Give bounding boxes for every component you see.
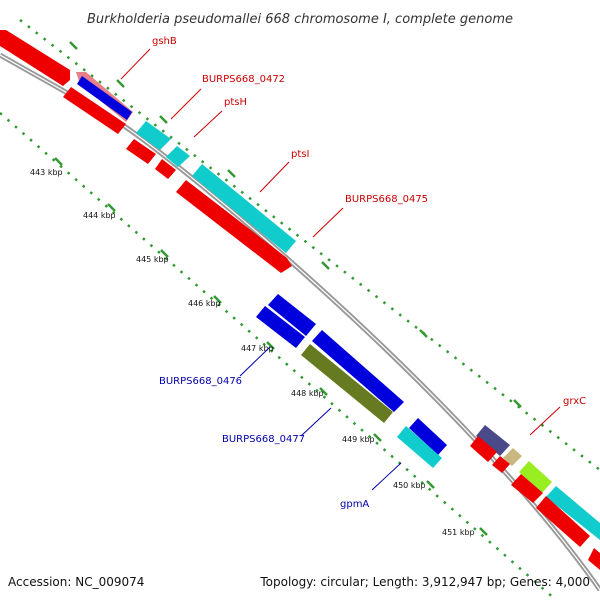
kbp-labels: 443 kbp 444 kbp 445 kbp 446 kbp 447 kbp … <box>30 168 475 537</box>
gene-BURPS668_0477 <box>301 344 393 423</box>
kbp-label: 444 kbp <box>83 211 116 220</box>
topology-text: Topology: circular; Length: 3,912,947 bp… <box>259 575 590 589</box>
outer-genes <box>0 30 600 540</box>
gene-blue-short <box>409 418 447 455</box>
inner-genes <box>63 87 600 570</box>
gene-khaki <box>503 448 522 466</box>
gene-navy <box>476 425 510 456</box>
gene-red-inner-4 <box>470 436 497 462</box>
gene-blue-inner <box>256 306 305 348</box>
gene-gpmA <box>397 426 442 468</box>
gene-red-inner-1 <box>63 87 126 134</box>
kbp-label: 451 kbp <box>442 528 475 537</box>
gene-label: gshB <box>152 36 177 47</box>
gene-lime <box>519 461 552 493</box>
gene-ptsH <box>166 146 190 167</box>
gene-ptsI <box>192 164 296 253</box>
gene-label: gpmA <box>340 499 369 510</box>
kbp-label: 448 kbp <box>291 389 324 398</box>
accession-text: Accession: NC_009074 <box>8 575 144 589</box>
gene-red-inner-3 <box>155 159 176 179</box>
kbp-label: 443 kbp <box>30 168 63 177</box>
lower-dotted-track <box>0 112 557 600</box>
gene-red-inner-7 <box>536 496 590 547</box>
gene-arrow-red <box>0 30 70 86</box>
kbp-label: 449 kbp <box>342 435 375 444</box>
map-title: Burkholderia pseudomallei 668 chromosome… <box>87 12 513 27</box>
kbp-label: 447 kbp <box>241 344 274 353</box>
gene-blue-small <box>77 76 132 120</box>
upper-dotted-track <box>19 19 600 471</box>
gene-BURPS668_0475 <box>176 180 292 273</box>
kbp-label: 445 kbp <box>136 255 169 264</box>
gene-red-inner-2 <box>126 139 156 164</box>
gene-label: BURPS668_0476 <box>159 376 242 387</box>
gene-red-inner-5 <box>492 456 510 473</box>
gene-cyan-end <box>546 486 600 540</box>
kbp-label: 450 kbp <box>393 481 426 490</box>
gene-red-inner-8 <box>588 548 600 570</box>
gene-label-leaders <box>120 48 561 491</box>
gene-label: ptsH <box>224 97 247 108</box>
gene-labels: gshB BURPS668_0472 ptsH ptsI BURPS668_04… <box>152 36 586 510</box>
gene-blue-long <box>312 330 404 412</box>
gene-BURPS668_0472 <box>136 121 171 150</box>
gene-label: grxC <box>563 396 586 407</box>
gene-label: BURPS668_0477 <box>222 434 305 445</box>
gene-BURPS668_0476-a <box>268 294 316 336</box>
kbp-label: 446 kbp <box>188 299 221 308</box>
gene-label: ptsI <box>291 149 309 160</box>
gene-label: BURPS668_0475 <box>345 194 428 205</box>
gene-red-inner-6 <box>511 474 543 503</box>
kbp-ticks <box>54 41 522 536</box>
gene-label: BURPS668_0472 <box>202 74 285 85</box>
